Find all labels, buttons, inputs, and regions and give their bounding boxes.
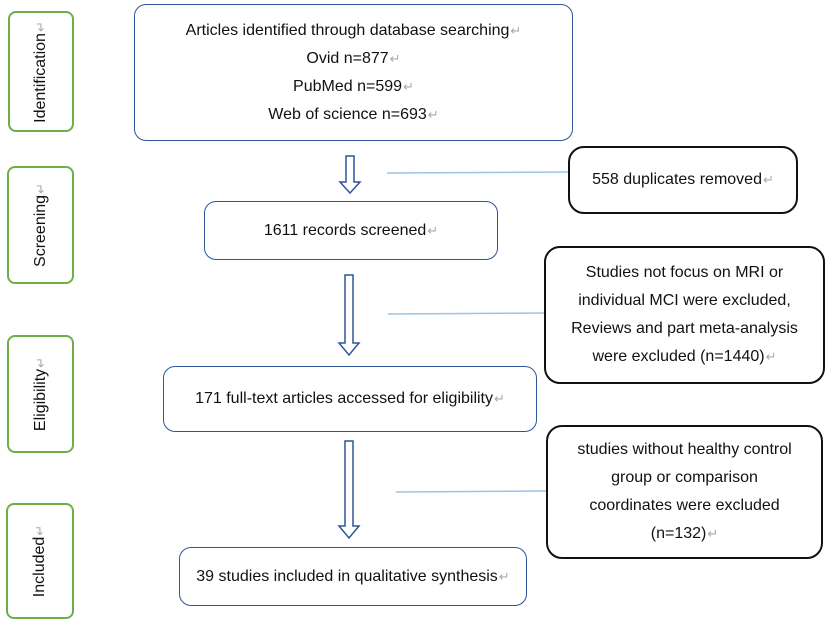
no-control-line-1: studies without healthy control <box>577 441 792 458</box>
identification-box: Articles identified through database sea… <box>134 4 573 141</box>
not-focus-line-4: were excluded (n=1440) <box>571 343 798 371</box>
identification-line-ovid: Ovid n=877 <box>186 45 522 73</box>
included-text: 39 studies included in qualitative synth… <box>196 563 509 591</box>
identification-line-pubmed: PubMed n=599 <box>186 73 522 101</box>
stage-identification: Identification <box>8 11 74 132</box>
not-focus-line-2: individual MCI were excluded, <box>578 292 791 309</box>
no-control-box: studies without healthy control group or… <box>546 425 823 559</box>
included-box: 39 studies included in qualitative synth… <box>179 547 527 606</box>
identification-line-wos: Web of science n=693 <box>186 101 522 129</box>
no-control-line-2: group or comparison <box>611 469 758 486</box>
no-control-line-3: coordinates were excluded <box>589 497 780 514</box>
not-focus-line-3: Reviews and part meta-analysis <box>571 320 798 337</box>
duplicates-text: 558 duplicates removed <box>592 166 774 194</box>
screening-text: 1611 records screened <box>264 217 438 245</box>
connector-line-not-focus <box>387 312 546 315</box>
arrow-down-2 <box>337 274 361 357</box>
duplicates-box: 558 duplicates removed <box>568 146 798 214</box>
eligibility-text: 171 full-text articles accessed for elig… <box>195 385 505 413</box>
stage-eligibility: Eligibility <box>7 335 74 453</box>
not-focus-line-1: Studies not focus on MRI or <box>585 264 784 281</box>
arrow-down-3 <box>337 440 361 540</box>
eligibility-box: 171 full-text articles accessed for elig… <box>163 366 537 432</box>
stage-screening: Screening <box>7 166 74 284</box>
connector-line-no-control <box>395 490 547 493</box>
identification-heading: Articles identified through database sea… <box>186 17 522 45</box>
connector-line-duplicates <box>386 171 569 174</box>
no-control-line-4: (n=132) <box>577 520 791 548</box>
not-focus-box: Studies not focus on MRI or individual M… <box>544 246 825 384</box>
arrow-down-1 <box>338 155 362 195</box>
screening-box: 1611 records screened <box>204 201 498 260</box>
stage-included: Included <box>6 503 74 619</box>
